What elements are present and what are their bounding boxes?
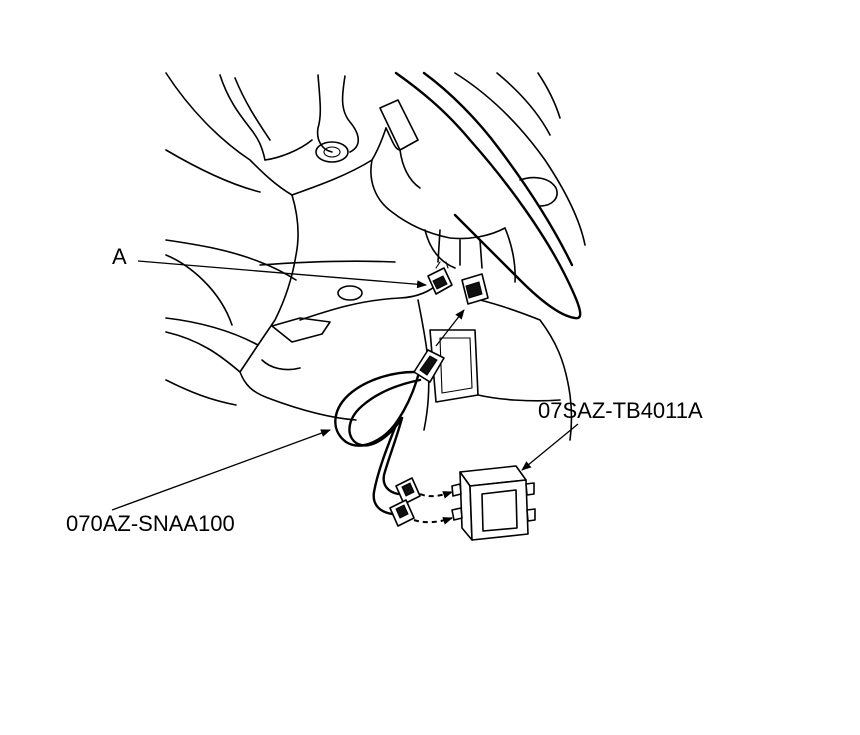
callout-a: A [112,244,127,269]
harness-upper-connector [461,273,489,305]
connector-a [427,261,453,295]
callout-leaders [111,260,579,511]
module-07saz-tb4011a [451,465,536,541]
assembly-arrows [413,309,465,525]
dashboard-illustration [165,71,586,441]
callout-module: 07SAZ-TB4011A [538,398,703,423]
harness-070az-snaa100 [334,349,445,527]
callout-harness: 070AZ-SNAA100 [66,511,235,536]
